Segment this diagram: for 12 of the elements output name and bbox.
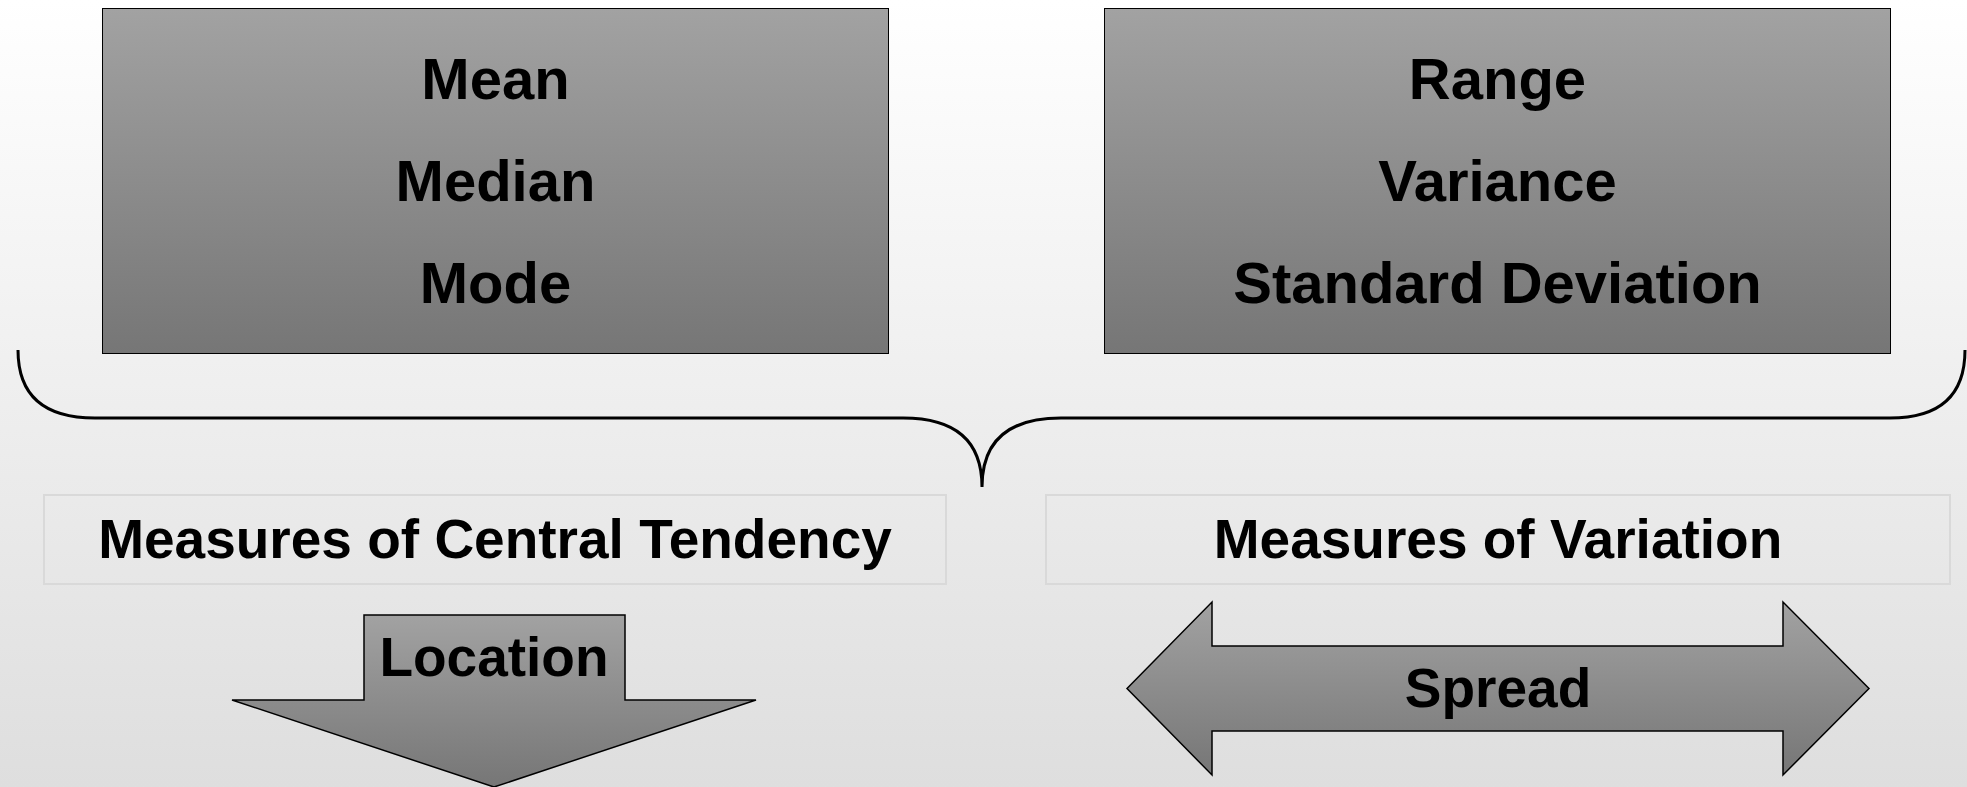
list-box xyxy=(1104,8,1891,354)
list-item: Variance xyxy=(1378,149,1617,213)
list-item: Median xyxy=(395,149,596,213)
heading-text: Measures of Central Tendency xyxy=(98,509,892,570)
heading-text: Measures of Variation xyxy=(1213,509,1783,570)
arrow-label: Location xyxy=(378,625,610,690)
list-item: Mean xyxy=(421,47,570,111)
list-box xyxy=(102,8,889,354)
list-item: Standard Deviation xyxy=(1233,251,1762,315)
list-item: Range xyxy=(1408,47,1587,111)
list-item: Mode xyxy=(419,251,572,315)
arrow-label: Spread xyxy=(1403,656,1593,721)
